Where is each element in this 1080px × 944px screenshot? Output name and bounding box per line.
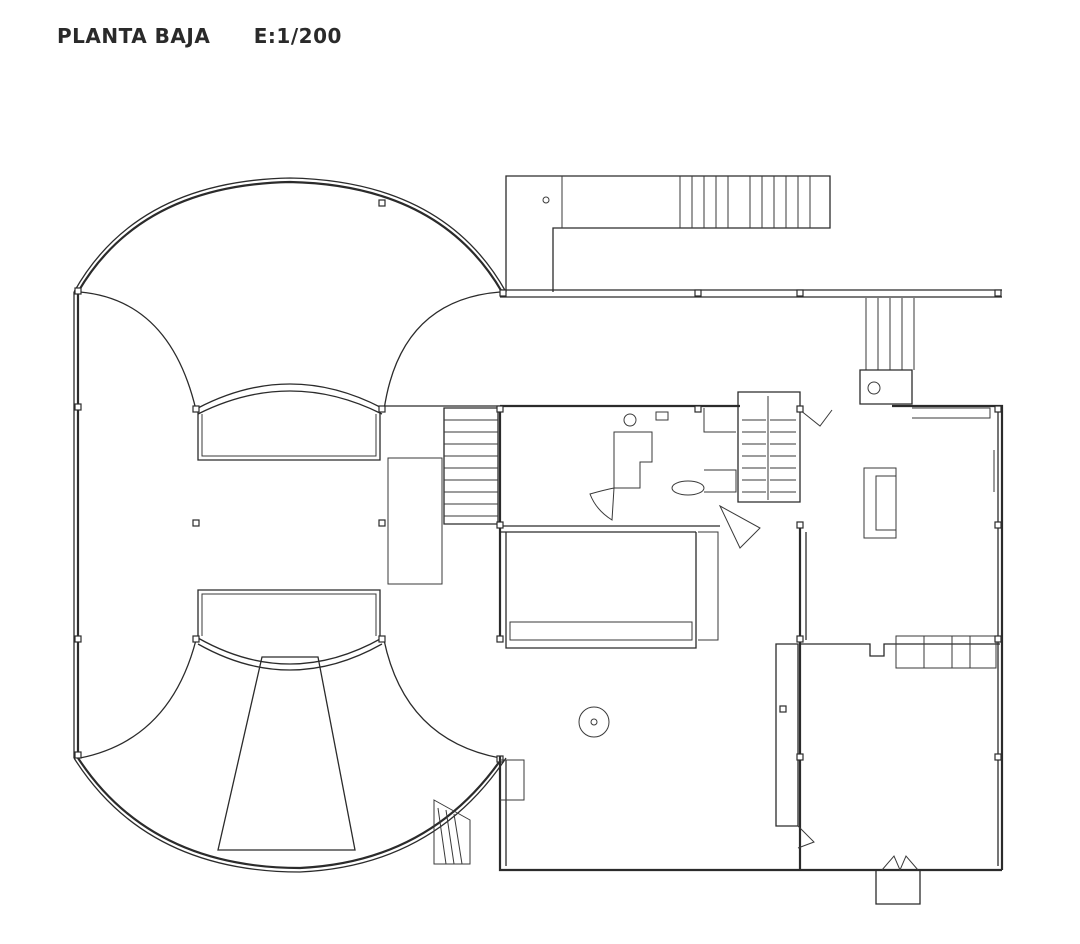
upper-vault-center-line xyxy=(197,390,383,415)
curved-wing xyxy=(73,177,507,873)
lower-vault-right xyxy=(383,639,501,759)
lower-bay-inner xyxy=(201,593,377,636)
toilet xyxy=(623,413,637,427)
entry-porch xyxy=(875,870,921,905)
partition xyxy=(704,469,737,493)
shelf xyxy=(912,407,991,419)
column xyxy=(74,751,82,759)
column xyxy=(378,405,386,413)
column xyxy=(994,753,1002,761)
ramp-trapezoid xyxy=(217,656,356,851)
wc-cubicle xyxy=(859,369,913,405)
column xyxy=(994,521,1002,529)
wall xyxy=(800,643,1000,657)
hall-bench xyxy=(509,621,693,641)
kitchen-counter xyxy=(613,431,653,489)
drawing-scale: E:1/200 xyxy=(253,24,342,48)
sink xyxy=(655,411,669,421)
upper-vault-right xyxy=(383,291,501,411)
stair-landing xyxy=(387,457,443,585)
column xyxy=(796,753,804,761)
column xyxy=(796,405,804,413)
service-stair-treads xyxy=(742,396,796,500)
round-table xyxy=(578,706,610,738)
terrace-drain xyxy=(542,196,550,204)
bench xyxy=(895,635,997,669)
column xyxy=(796,521,804,529)
main-stair-treads xyxy=(444,419,498,517)
column xyxy=(192,635,200,643)
column xyxy=(378,199,386,207)
north-terrace xyxy=(499,175,1002,298)
niche xyxy=(500,759,525,801)
upper-bay-inner xyxy=(201,414,377,457)
door-swing xyxy=(799,409,833,427)
column xyxy=(192,519,200,527)
column xyxy=(499,289,507,297)
lower-vault-left xyxy=(79,639,197,759)
outer-wall-south xyxy=(77,757,503,870)
east-wall xyxy=(892,404,1004,870)
hall-closet xyxy=(698,531,719,641)
stair-south xyxy=(433,799,471,865)
wardrobe xyxy=(775,643,799,827)
column xyxy=(378,519,386,527)
terrace-outline xyxy=(505,175,831,292)
partition xyxy=(703,408,736,433)
outer-wall-north xyxy=(77,180,503,293)
east-block xyxy=(433,298,1004,905)
drawing-title-block: PLANTA BAJA E:1/200 xyxy=(57,24,342,48)
door-swing xyxy=(797,825,815,849)
entry-door xyxy=(881,855,919,872)
east-entry-stair xyxy=(865,298,915,370)
column xyxy=(378,635,386,643)
upper-bay xyxy=(197,410,381,461)
column xyxy=(74,403,82,411)
column xyxy=(496,635,504,643)
sofa-cushion xyxy=(875,475,897,531)
column xyxy=(496,405,504,413)
column xyxy=(994,405,1002,413)
column xyxy=(796,289,804,297)
column xyxy=(994,289,1002,297)
stair-south-treads xyxy=(437,807,463,865)
lower-vault-center-line xyxy=(197,643,383,671)
north-stair xyxy=(679,176,811,228)
hall-room xyxy=(505,532,697,649)
drawing-title: PLANTA BAJA xyxy=(57,24,211,48)
column xyxy=(74,635,82,643)
column xyxy=(994,635,1002,643)
toilet xyxy=(867,381,881,395)
service-stair xyxy=(737,391,801,503)
bench-dividers xyxy=(923,636,971,668)
sofa xyxy=(863,467,897,539)
door-swing xyxy=(718,504,761,549)
column xyxy=(192,405,200,413)
main-stair xyxy=(443,407,499,525)
lower-vault-center xyxy=(197,637,383,665)
column xyxy=(796,635,804,643)
upper-vault-left xyxy=(79,291,197,411)
column xyxy=(694,289,702,297)
upper-vault-center xyxy=(197,383,383,409)
column xyxy=(694,405,702,413)
central-block xyxy=(384,391,801,649)
bathtub xyxy=(671,480,705,496)
outer-wall-south-line xyxy=(73,757,507,873)
door-swing xyxy=(589,487,615,521)
column xyxy=(779,705,787,713)
outer-wall-north-line xyxy=(73,177,507,293)
column xyxy=(496,521,504,529)
south-wall xyxy=(498,756,1002,872)
lower-bay xyxy=(197,589,381,640)
column xyxy=(74,287,82,295)
round-table-center xyxy=(590,718,598,726)
